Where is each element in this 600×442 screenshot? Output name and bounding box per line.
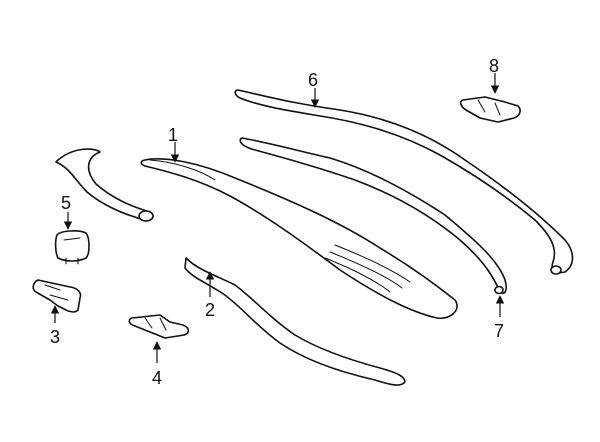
callout-2: 2	[205, 300, 215, 320]
callout-6: 6	[308, 70, 318, 90]
callout-4: 4	[152, 368, 162, 388]
callout-1: 1	[168, 125, 178, 145]
callout-7: 7	[494, 321, 504, 341]
part-8-retainer	[459, 96, 521, 123]
part-3-bracket	[32, 279, 82, 313]
part-6-upper-seal	[234, 89, 574, 275]
part-4-clip	[128, 314, 190, 339]
callout-3: 3	[50, 327, 60, 347]
callout-8: 8	[489, 56, 499, 76]
loose-weatherstrip	[55, 148, 154, 222]
part-2-lower-seal	[184, 257, 406, 386]
callout-5: 5	[61, 193, 71, 213]
part-5-fastener	[54, 230, 90, 265]
part-7-inner-seal	[239, 137, 507, 295]
part-1-window-glass	[140, 158, 458, 320]
